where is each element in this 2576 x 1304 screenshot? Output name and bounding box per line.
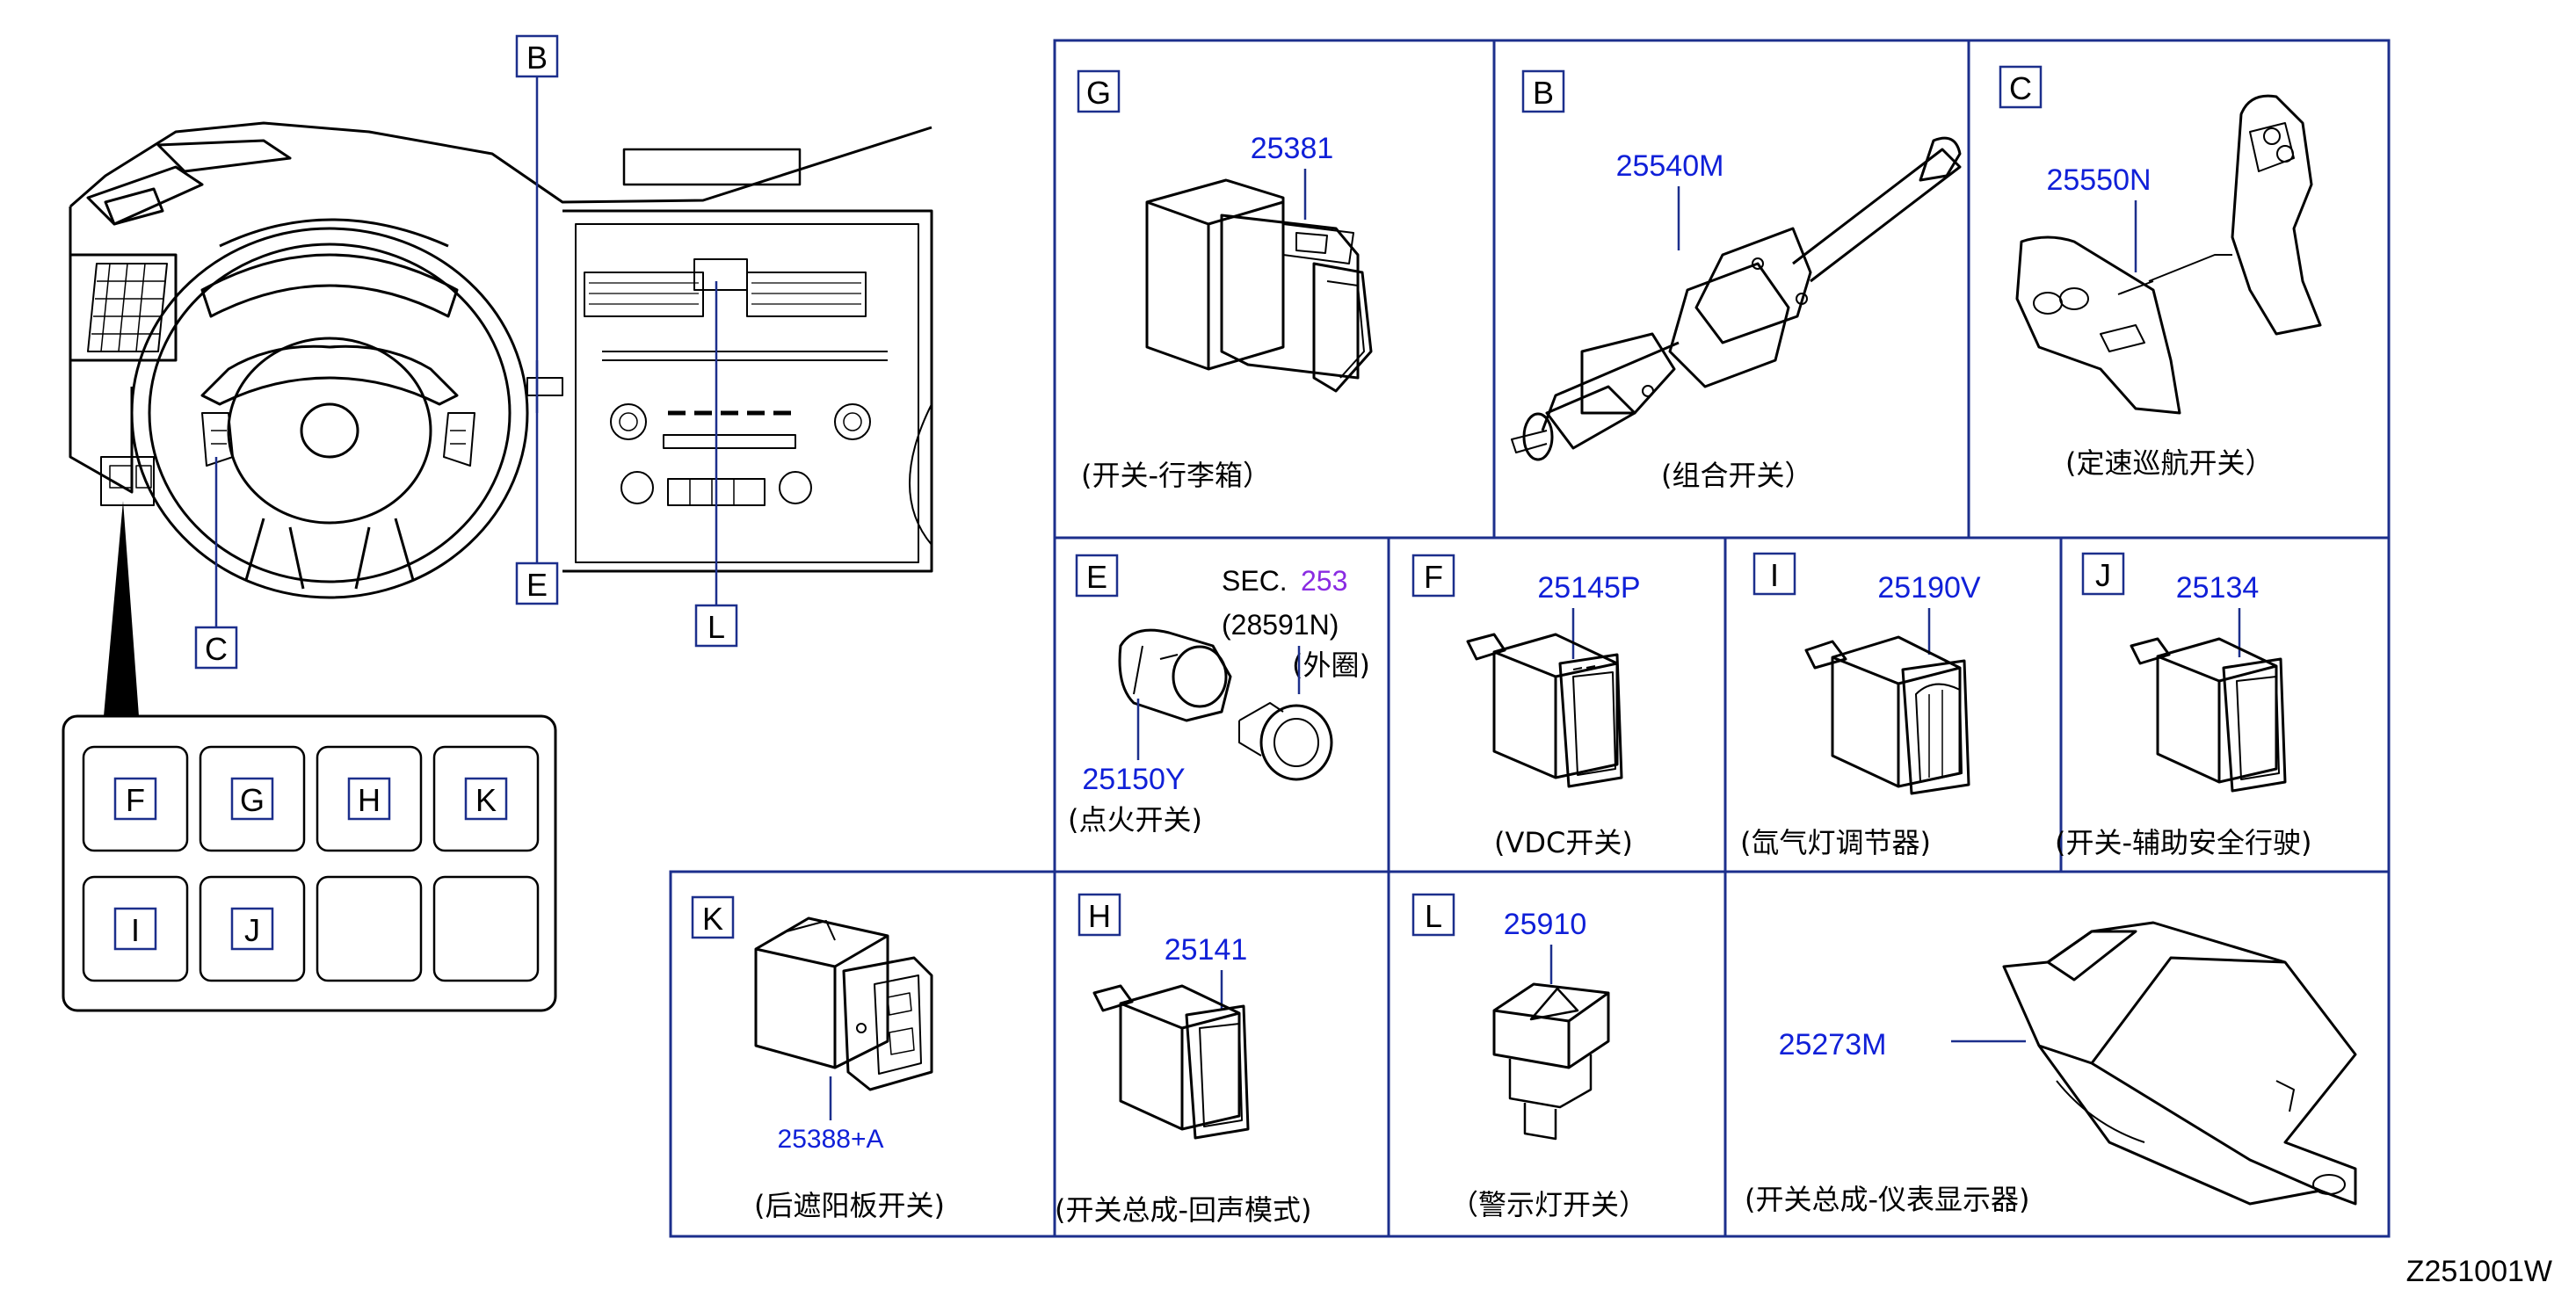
callout-b: B bbox=[515, 34, 559, 413]
vdc-switch-drawing bbox=[1466, 633, 1623, 788]
panel-c: C 25550N (定速巡航开关） bbox=[1999, 65, 2322, 480]
panel-h: H 25141 (开关总成-回声模式) bbox=[1055, 893, 1312, 1227]
keypad-g: G bbox=[240, 782, 265, 818]
panel-k-caption: (后遮阳板开关) bbox=[754, 1189, 945, 1222]
panel-grid bbox=[669, 39, 2391, 1238]
ignition-switch-drawing bbox=[1118, 628, 1333, 781]
keypad-i: I bbox=[131, 912, 140, 948]
panel-i-letter: I bbox=[1770, 557, 1779, 593]
panel-i: I 25190V (氙气灯调节器) bbox=[1740, 552, 1981, 859]
panel-e-sec-number: 253 bbox=[1301, 565, 1347, 597]
meter-display-switch-drawing bbox=[2002, 921, 2357, 1206]
panel-c-caption: (定速巡航开关） bbox=[2065, 446, 2274, 480]
panel-k-part-number: 25388+A bbox=[778, 1125, 884, 1154]
callout-l: L bbox=[694, 281, 738, 648]
panel-e-caption: (点火开关) bbox=[1068, 803, 1202, 837]
panel-j-part-number: 25134 bbox=[2176, 571, 2260, 605]
callout-e-label: E bbox=[526, 567, 548, 603]
panel-i-caption: (氙气灯调节器) bbox=[1740, 826, 1931, 859]
panel-e-ring: (外圈) bbox=[1292, 648, 1370, 682]
headlamp-leveler-drawing bbox=[1804, 635, 1970, 795]
callout-c: C bbox=[194, 457, 238, 670]
panel-k: K 25388+A (后遮阳板开关) bbox=[691, 895, 945, 1222]
panel-j: J 25134 (开关-辅助安全行驶) bbox=[2055, 552, 2312, 859]
callout-b-label: B bbox=[526, 40, 548, 76]
panel-g: G 25381 (开关-行李箱） bbox=[1077, 69, 1373, 492]
panel-b-caption: (组合开关） bbox=[1661, 459, 1813, 492]
panel-m-caption: (开关总成-仪表显示器) bbox=[1745, 1183, 2030, 1216]
cruise-control-switch-drawing bbox=[2015, 94, 2322, 415]
hazard-switch-drawing bbox=[1492, 982, 1610, 1141]
callout-l-label: L bbox=[707, 609, 725, 645]
panel-b-part-number: 25540M bbox=[1616, 149, 1724, 183]
panel-l-caption: （警示灯开关） bbox=[1450, 1188, 1647, 1221]
panel-j-caption: (开关-辅助安全行驶) bbox=[2055, 826, 2312, 859]
panel-e: E SEC. 253 (28591N) (外圈) 25150Y (点火开关) bbox=[1068, 554, 1370, 837]
panel-c-letter: C bbox=[2009, 70, 2032, 106]
panel-h-letter: H bbox=[1088, 898, 1111, 934]
panel-k-letter: K bbox=[702, 901, 723, 937]
switch-keypad: F G H K I J bbox=[62, 714, 557, 1012]
keypad-h: H bbox=[358, 782, 381, 818]
echo-mode-switch-drawing bbox=[1092, 984, 1250, 1140]
rear-sunshade-switch-drawing bbox=[754, 916, 933, 1091]
panel-e-sec-label: SEC. bbox=[1222, 565, 1288, 597]
panel-b-letter: B bbox=[1533, 75, 1554, 111]
panel-c-part-number: 25550N bbox=[2046, 163, 2151, 197]
keypad-pointer bbox=[104, 501, 139, 716]
keypad-f: F bbox=[126, 782, 145, 818]
panel-h-caption: (开关总成-回声模式) bbox=[1055, 1193, 1312, 1227]
panel-h-part-number: 25141 bbox=[1165, 933, 1248, 967]
panel-e-part-number: 25150Y bbox=[1082, 763, 1185, 796]
panel-i-part-number: 25190V bbox=[1877, 571, 1981, 605]
panel-g-part-number: 25381 bbox=[1251, 132, 1334, 165]
combination-switch-drawing bbox=[1511, 136, 1962, 461]
panel-f-caption: (VDC开关) bbox=[1494, 826, 1633, 859]
driving-assist-switch-drawing bbox=[2130, 637, 2287, 793]
callout-c-label: C bbox=[205, 631, 228, 667]
panel-b: B 25540M (组合开关） bbox=[1511, 69, 1962, 492]
panel-f: F 25145P (VDC开关) bbox=[1411, 554, 1641, 859]
diagram-id: Z251001W bbox=[2406, 1255, 2552, 1288]
panel-f-part-number: 25145P bbox=[1537, 571, 1640, 605]
panel-j-letter: J bbox=[2095, 557, 2111, 593]
trunk-switch-drawing bbox=[1145, 178, 1373, 393]
panel-l: L 25910 （警示灯开关） bbox=[1411, 893, 1647, 1221]
panel-f-letter: F bbox=[1424, 559, 1443, 595]
panel-e-letter: E bbox=[1086, 559, 1107, 595]
panel-l-part-number: 25910 bbox=[1504, 908, 1587, 941]
panel-m-part-number: 25273M bbox=[1779, 1028, 1887, 1061]
callout-e: E bbox=[515, 360, 559, 605]
panel-g-letter: G bbox=[1086, 75, 1111, 111]
panel-meter-display-switch: 25273M (开关总成-仪表显示器) bbox=[1745, 921, 2357, 1216]
keypad-j: J bbox=[244, 912, 260, 948]
panel-l-letter: L bbox=[1425, 898, 1442, 934]
panel-e-ref: (28591N) bbox=[1222, 609, 1339, 641]
panel-g-caption: (开关-行李箱） bbox=[1081, 459, 1271, 492]
overview-callouts: B E C L bbox=[194, 34, 738, 670]
keypad-k: K bbox=[475, 782, 497, 818]
dashboard-overview bbox=[69, 121, 933, 599]
